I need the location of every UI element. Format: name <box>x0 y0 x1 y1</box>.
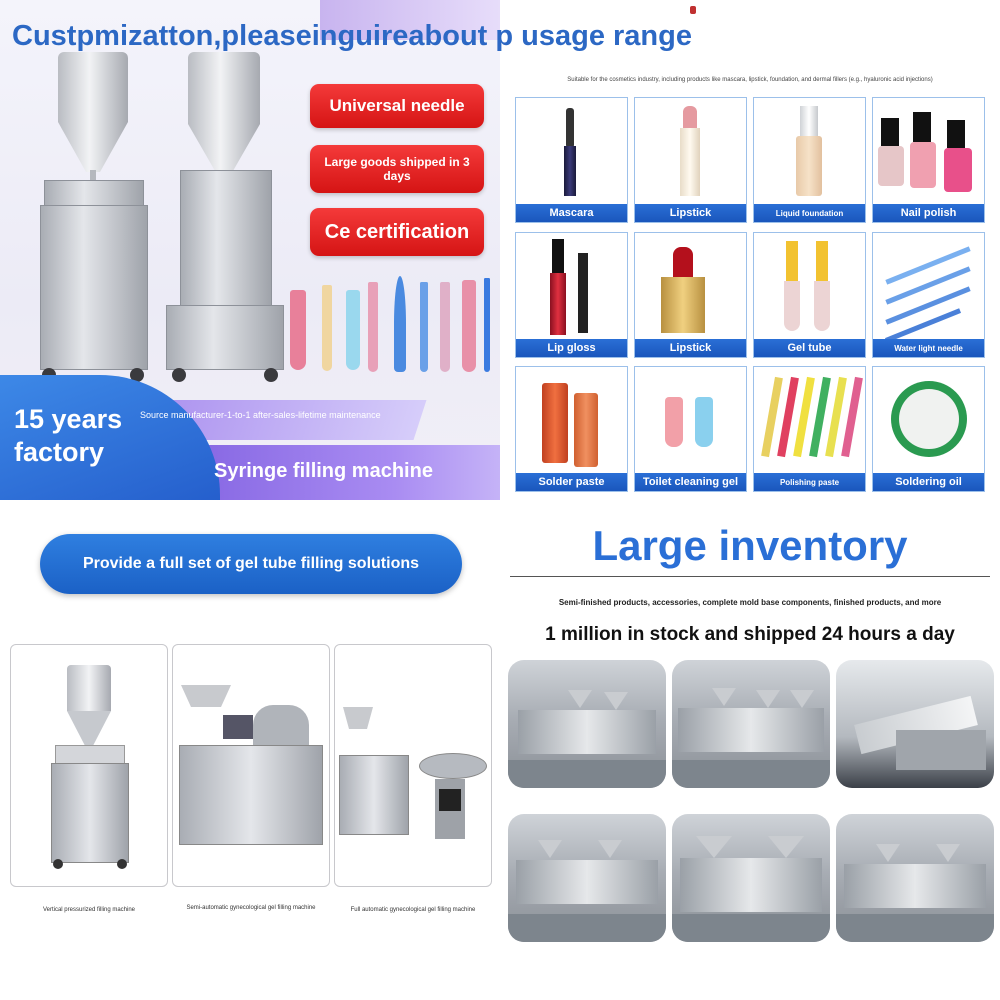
machine-caption-full-automatic: Full automatic gynecological gel filling… <box>350 907 476 913</box>
warehouse-photo-3 <box>836 660 994 788</box>
inventory-subtitle: Semi-finished products, accessories, com… <box>558 598 942 607</box>
product-label: Lipstick <box>635 204 746 222</box>
product-card-lipstick: Lipstick <box>634 97 747 223</box>
machine-caption-vertical: Vertical pressurized filling machine <box>42 907 136 913</box>
product-card-soldering-oil: Soldering oil <box>872 366 985 492</box>
badge-shipping: Large goods shipped in 3 days <box>310 145 484 193</box>
foundation-image <box>754 98 865 206</box>
product-card-toilet-gel: Toilet cleaning gel <box>634 366 747 492</box>
product-label: Solder paste <box>516 473 627 491</box>
product-card-nail-polish: Nail polish <box>872 97 985 223</box>
decorative-dot <box>690 6 696 14</box>
customization-heading: Custpmizatton,pleaseinguireabout p usage… <box>12 20 692 52</box>
warehouse-photo-1 <box>508 660 666 788</box>
toilet-gel-image <box>635 367 746 475</box>
stock-statement: 1 million in stock and shipped 24 hours … <box>545 624 955 645</box>
product-card-water-light-needle: Water light needle <box>872 232 985 358</box>
product-label: Lip gloss <box>516 339 627 357</box>
lipstick-image <box>635 98 746 206</box>
product-label: Water light needle <box>873 339 984 357</box>
solder-paste-image <box>516 367 627 475</box>
filling-machine-image-right <box>162 50 287 390</box>
warehouse-photo-6 <box>836 814 994 942</box>
machine-card-semi-automatic <box>172 644 330 887</box>
machine-card-full-automatic <box>334 644 492 887</box>
product-card-liquid-foundation: Liquid foundation <box>753 97 866 223</box>
product-label: Polishing paste <box>754 473 865 491</box>
badge-ce-certification: Ce certification <box>310 208 484 256</box>
badge-universal-needle: Universal needle <box>310 84 484 128</box>
decorative-stripe <box>320 0 500 40</box>
gel-tube-image <box>754 233 865 341</box>
after-sales-note: Source manufacturer-1-to-1 after-sales-l… <box>140 410 381 420</box>
product-label: Nail polish <box>873 204 984 222</box>
product-applications-panel: Suitable for the cosmetics industry, inc… <box>500 0 1000 500</box>
product-card-mascara: Mascara <box>515 97 628 223</box>
product-label: Gel tube <box>754 339 865 357</box>
lip-gloss-image <box>516 233 627 341</box>
product-card-gel-tube: Gel tube <box>753 232 866 358</box>
applications-subtitle: Suitable for the cosmetics industry, inc… <box>567 77 933 83</box>
inventory-panel: Large inventory Semi-finished products, … <box>500 500 1000 1000</box>
mascara-image <box>516 98 627 206</box>
product-label: Soldering oil <box>873 473 984 491</box>
solutions-banner: Provide a full set of gel tube filling s… <box>40 534 462 594</box>
product-label: Toilet cleaning gel <box>635 473 746 491</box>
product-card-solder-paste: Solder paste <box>515 366 628 492</box>
divider <box>510 576 990 577</box>
machine-caption-semi-automatic: Semi-automatic gynecological gel filling… <box>186 905 316 911</box>
solutions-panel: Provide a full set of gel tube filling s… <box>0 500 500 1000</box>
machine-hero-panel: Universal needle Large goods shipped in … <box>0 0 500 500</box>
product-label: Liquid foundation <box>754 204 865 222</box>
inventory-title: Large inventory <box>592 522 908 569</box>
product-card-lipstick-red: Lipstick <box>634 232 747 358</box>
polishing-paste-image <box>754 367 865 475</box>
product-card-polishing-paste: Polishing paste <box>753 366 866 492</box>
years-factory-label: 15 years factory <box>14 404 123 467</box>
product-label: Lipstick <box>635 339 746 357</box>
nail-polish-image <box>873 98 984 206</box>
soldering-oil-image <box>873 367 984 475</box>
machine-card-vertical <box>10 644 168 887</box>
syringe-needles-image <box>873 233 984 343</box>
product-label: Mascara <box>516 204 627 222</box>
warehouse-photo-2 <box>672 660 830 788</box>
filling-machine-image-left <box>30 50 155 390</box>
warehouse-photo-5 <box>672 814 830 942</box>
product-card-lip-gloss: Lip gloss <box>515 232 628 358</box>
red-lipstick-image <box>635 233 746 341</box>
warehouse-photo-4 <box>508 814 666 942</box>
machine-title: Syringe filling machine <box>214 460 433 482</box>
